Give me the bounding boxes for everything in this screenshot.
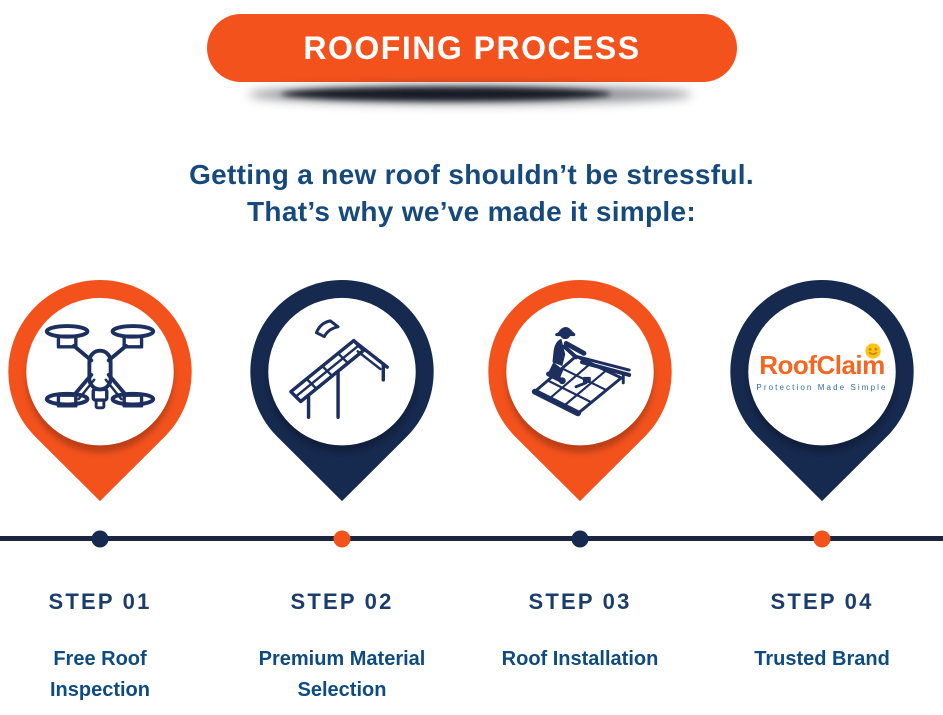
timeline-line bbox=[0, 536, 943, 541]
pin-inner-circle bbox=[748, 297, 896, 446]
step-label-4: STEP 04 bbox=[770, 589, 874, 614]
header-pill-shadow bbox=[281, 87, 611, 101]
timeline-dot-step-1 bbox=[91, 530, 109, 548]
roof-tiles-icon bbox=[289, 319, 389, 419]
pin-icon-wrap-3 bbox=[521, 313, 639, 431]
step-title-4: Trusted Brand bbox=[754, 648, 890, 670]
step-label-1: STEP 01 bbox=[48, 589, 152, 614]
roofclaim-logo-tagline: Protection Made Simple bbox=[756, 383, 888, 392]
pin-marker-step-2 bbox=[250, 279, 434, 502]
timeline-dot-step-3 bbox=[571, 530, 589, 548]
roofer-icon bbox=[531, 327, 632, 417]
drone-icon bbox=[44, 324, 156, 410]
step-title-2: Premium Material Selection bbox=[258, 648, 426, 701]
smiley-icon bbox=[865, 343, 881, 359]
step-label-3: STEP 03 bbox=[528, 589, 632, 614]
step-title-3: Roof Installation bbox=[501, 648, 659, 670]
pin-icon-wrap-4: RoofClaim Protection Made Simple bbox=[736, 343, 908, 392]
roofclaim-logo: RoofClaim Protection Made Simple bbox=[736, 343, 908, 392]
roofclaim-logo-name: RoofClaim bbox=[759, 350, 885, 380]
intro-line-1: Getting a new roof shouldn’t be stressfu… bbox=[189, 159, 754, 190]
timeline-dot-step-4 bbox=[813, 530, 831, 548]
pin-marker-step-4 bbox=[730, 279, 914, 502]
step-label-2: STEP 02 bbox=[290, 589, 394, 614]
intro-text: Getting a new roof shouldn’t be stressfu… bbox=[0, 156, 943, 230]
pin-icon-wrap-1 bbox=[42, 314, 158, 430]
timeline-dot-step-2 bbox=[333, 530, 351, 548]
intro-line-2: That’s why we’ve made it simple: bbox=[247, 196, 696, 227]
pin-inner-circle bbox=[268, 297, 416, 446]
header-pill: ROOFING PROCESS bbox=[207, 14, 737, 82]
step-title-1: Free Roof Inspection bbox=[49, 648, 150, 701]
pin-icon-wrap-2 bbox=[283, 313, 401, 431]
page-title: ROOFING PROCESS bbox=[303, 29, 641, 66]
